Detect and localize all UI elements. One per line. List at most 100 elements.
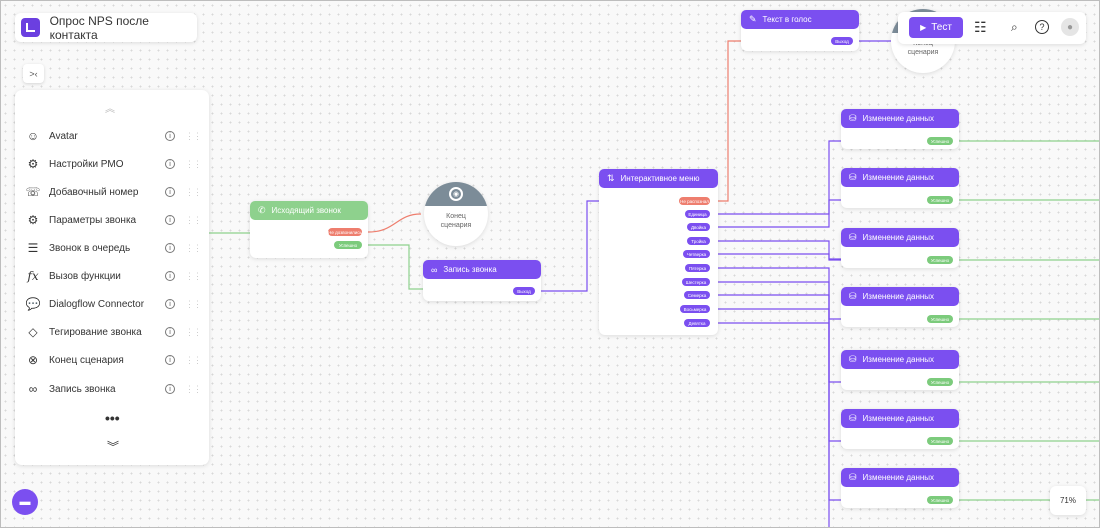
output-option[interactable]: Семерка bbox=[684, 291, 710, 299]
filter-settings-icon[interactable]: ☷ bbox=[974, 19, 987, 35]
user-avatar[interactable]: ● bbox=[1061, 18, 1079, 36]
info-icon[interactable]: i bbox=[165, 159, 175, 169]
drag-handle-icon[interactable]: ⋮⋮ bbox=[185, 354, 202, 365]
output-success[interactable]: Успешно bbox=[334, 241, 362, 249]
output-option[interactable]: Двойка bbox=[687, 223, 710, 231]
chat-bubble-icon: 💬 bbox=[25, 297, 41, 311]
node-title: Изменение данных bbox=[862, 173, 935, 182]
scroll-up-icon[interactable]: ︽ bbox=[105, 104, 115, 115]
node-data-change[interactable]: ⛁Изменение данных Успешно bbox=[841, 109, 959, 149]
drag-handle-icon[interactable]: ⋮⋮ bbox=[185, 298, 202, 309]
scenario-title: Опрос NPS после контакта bbox=[49, 13, 149, 42]
phone-outgoing-icon: ✆ bbox=[258, 205, 266, 215]
support-chat-button[interactable]: ▬ bbox=[12, 489, 38, 515]
help-icon[interactable]: ? bbox=[1035, 20, 1049, 34]
output-success[interactable]: Успешно bbox=[927, 137, 953, 145]
output-success[interactable]: Успешно bbox=[927, 256, 953, 264]
output-option[interactable]: Тройка bbox=[687, 237, 710, 245]
node-data-change[interactable]: ⛁Изменение данных Успешно bbox=[841, 228, 959, 268]
more-items[interactable]: ••• bbox=[105, 410, 120, 426]
output-not-reached[interactable]: Не дозвонились bbox=[328, 228, 362, 236]
avatar-icon: ☺ bbox=[26, 129, 40, 143]
palette-item-dialogflow[interactable]: 💬 Dialogflow Connector i ⋮⋮ bbox=[25, 294, 202, 314]
info-icon[interactable]: i bbox=[165, 131, 175, 141]
palette-item-extension[interactable]: ☏ Добавочный номер i ⋮⋮ bbox=[25, 182, 202, 202]
output-success[interactable]: Успешно bbox=[927, 378, 953, 386]
output-success[interactable]: Успешно bbox=[927, 196, 953, 204]
node-header: ⛁Изменение данных bbox=[841, 350, 959, 369]
node-header: ∞ Запись звонка bbox=[423, 260, 541, 279]
info-icon[interactable]: i bbox=[165, 327, 175, 337]
output-option[interactable]: Шестерка bbox=[682, 278, 710, 286]
database-icon: ⛁ bbox=[849, 354, 857, 364]
palette-item-label: Запись звонка bbox=[49, 383, 116, 395]
search-icon[interactable]: ⌕ bbox=[1011, 20, 1018, 34]
node-header: ⛁Изменение данных bbox=[841, 468, 959, 487]
node-data-change[interactable]: ⛁ Изменение данных Успешно bbox=[841, 168, 959, 208]
output-exit[interactable]: Выход bbox=[513, 287, 535, 295]
output-option[interactable]: Четверка bbox=[683, 250, 710, 258]
voicemail-icon: ∞ bbox=[28, 382, 38, 396]
drag-handle-icon[interactable]: ⋮⋮ bbox=[185, 242, 202, 253]
info-icon[interactable]: i bbox=[165, 355, 175, 365]
node-data-change[interactable]: ⛁Изменение данных Успешно bbox=[841, 409, 959, 449]
palette-item-call-params[interactable]: ⚙ Параметры звонка i ⋮⋮ bbox=[25, 210, 202, 230]
node-data-change[interactable]: ⛁Изменение данных Успешно bbox=[841, 468, 959, 508]
node-outgoing-call[interactable]: ✆ Исходящий звонок Не дозвонились Успешн… bbox=[250, 201, 368, 258]
voicemail-icon: ∞ bbox=[431, 264, 438, 275]
palette-item-avatar[interactable]: ☺ Avatar i ⋮⋮ bbox=[25, 126, 202, 146]
drag-handle-icon[interactable]: ⋮⋮ bbox=[185, 270, 202, 281]
palette-item-label: Звонок в очередь bbox=[49, 242, 131, 254]
output-option[interactable]: Единица bbox=[685, 210, 710, 218]
scroll-down-icon[interactable]: ︾ bbox=[107, 440, 120, 454]
info-icon[interactable]: i bbox=[165, 299, 175, 309]
palette-item-queue[interactable]: ☰ Звонок в очередь i ⋮⋮ bbox=[25, 238, 202, 258]
settings-icon: ⚙ bbox=[27, 157, 39, 171]
node-title: Запись звонка bbox=[443, 265, 497, 274]
drag-handle-icon[interactable]: ⋮⋮ bbox=[185, 130, 202, 141]
info-icon[interactable]: i bbox=[165, 187, 175, 197]
output-success[interactable]: Успешно bbox=[927, 437, 953, 445]
collapse-panel-button[interactable]: >‹ bbox=[23, 64, 44, 83]
app-logo-icon bbox=[21, 18, 40, 37]
zoom-level[interactable]: 71% bbox=[1050, 486, 1086, 515]
drag-handle-icon[interactable]: ⋮⋮ bbox=[185, 214, 202, 225]
output-exit[interactable]: Выход bbox=[831, 37, 853, 45]
info-icon[interactable]: i bbox=[165, 271, 175, 281]
database-icon: ⛁ bbox=[849, 172, 857, 182]
output-option[interactable]: Пятерка bbox=[685, 264, 710, 272]
block-palette: ︽ ☺ Avatar i ⋮⋮ ⚙ Настройки РМО i ⋮⋮ ☏ Д… bbox=[15, 90, 209, 465]
info-icon[interactable]: i bbox=[165, 384, 175, 394]
drag-handle-icon[interactable]: ⋮⋮ bbox=[185, 158, 202, 169]
output-success[interactable]: Успешно bbox=[927, 315, 953, 323]
palette-item-label: Вызов функции bbox=[49, 270, 121, 282]
test-button-label: Тест bbox=[931, 22, 952, 33]
palette-item-function[interactable]: fx Вызов функции i ⋮⋮ bbox=[25, 266, 202, 286]
node-text-to-speech[interactable]: ✎ Текст в голос Выход bbox=[741, 10, 859, 51]
output-success[interactable]: Успешно bbox=[927, 496, 953, 504]
voice-icon: ✎ bbox=[749, 14, 757, 24]
palette-item-tagging[interactable]: ◇ Тегирование звонка i ⋮⋮ bbox=[25, 322, 202, 342]
node-call-recording[interactable]: ∞ Запись звонка Выход bbox=[423, 260, 541, 301]
drag-handle-icon[interactable]: ⋮⋮ bbox=[185, 186, 202, 197]
palette-item-rmo-settings[interactable]: ⚙ Настройки РМО i ⋮⋮ bbox=[25, 154, 202, 174]
node-interactive-menu[interactable]: ⇅ Интерактивное меню Не распознал Единиц… bbox=[599, 169, 718, 335]
palette-item-recording[interactable]: ∞ Запись звонка i ⋮⋮ bbox=[25, 379, 202, 399]
output-option[interactable]: Девятка bbox=[684, 319, 710, 327]
drag-handle-icon[interactable]: ⋮⋮ bbox=[185, 383, 202, 394]
node-data-change[interactable]: ⛁Изменение данных Успешно bbox=[841, 287, 959, 327]
gear-icon: ⚙ bbox=[27, 213, 39, 227]
drag-handle-icon[interactable]: ⋮⋮ bbox=[185, 326, 202, 337]
test-button[interactable]: ▶ Тест bbox=[909, 17, 963, 38]
palette-item-end[interactable]: ⊗ Конец сценария i ⋮⋮ bbox=[25, 350, 202, 370]
info-icon[interactable]: i bbox=[165, 243, 175, 253]
top-toolbar: ▶ Тест ☷ ⌕ ? ● bbox=[898, 12, 1086, 44]
database-icon: ⛁ bbox=[849, 113, 857, 123]
info-icon[interactable]: i bbox=[165, 215, 175, 225]
node-data-change[interactable]: ⛁Изменение данных Успешно bbox=[841, 350, 959, 390]
output-not-recognized[interactable]: Не распознал bbox=[679, 197, 710, 205]
output-option[interactable]: Восьмерка bbox=[680, 305, 710, 313]
